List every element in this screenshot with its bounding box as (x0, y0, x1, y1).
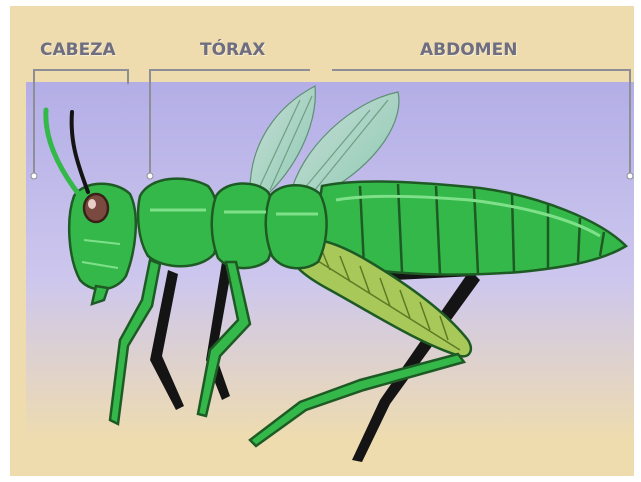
prothorax (138, 179, 219, 267)
label-abdomen: ABDOMEN (420, 40, 517, 60)
bracket-dot-head (31, 173, 37, 179)
bracket-dot-thorax (147, 173, 153, 179)
label-cabeza: CABEZA (40, 40, 116, 60)
metathorax (266, 185, 327, 268)
label-torax: TÓRAX (200, 40, 265, 60)
thorax (138, 179, 327, 269)
compound-eye (84, 194, 108, 222)
bracket-dot-abdomen (627, 173, 633, 179)
